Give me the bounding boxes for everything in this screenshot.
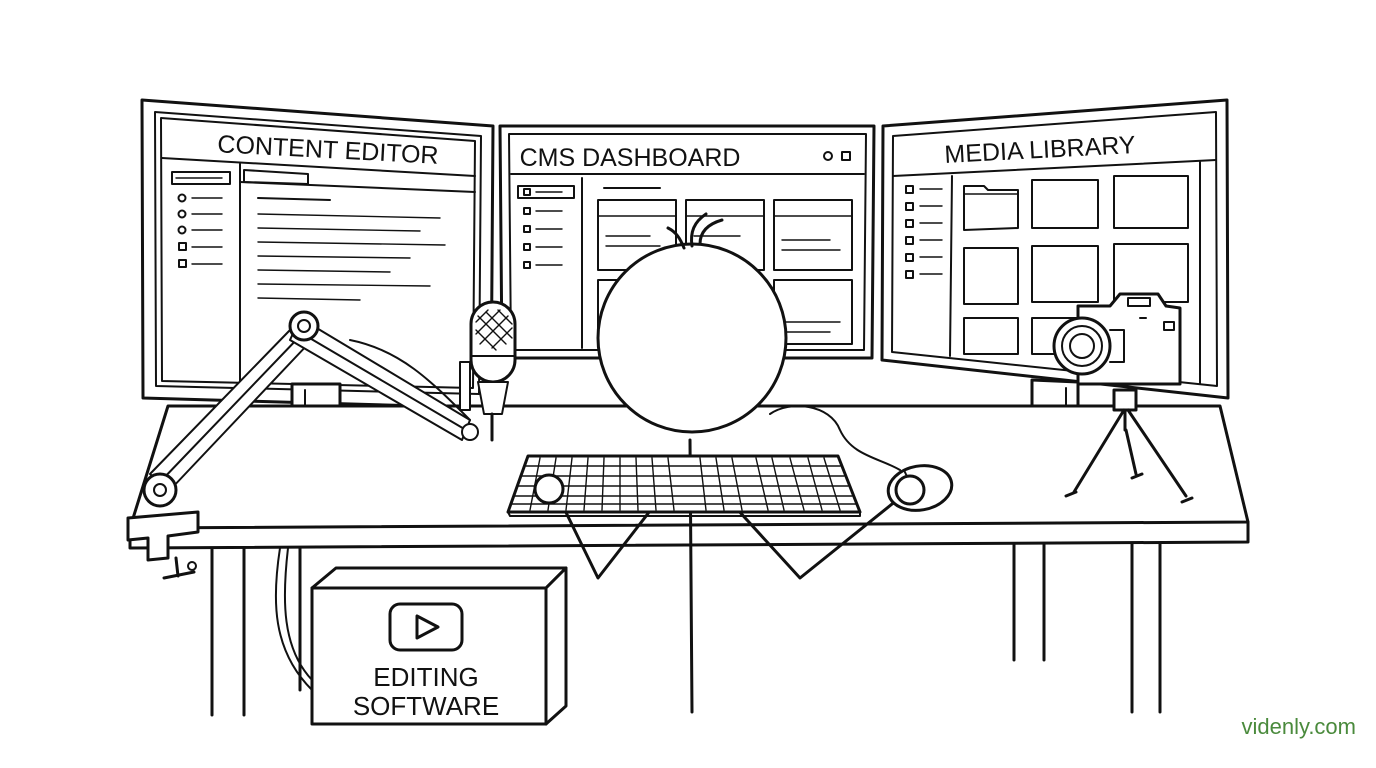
keyboard-keys	[511, 457, 857, 511]
watermark-text: videnly.com	[1241, 714, 1356, 739]
editor-text-lines	[257, 197, 446, 301]
pc-tower-label-line2: SOFTWARE	[353, 691, 499, 721]
mouse	[886, 464, 954, 512]
person-head	[596, 212, 788, 434]
media-thumbnail-grid	[963, 175, 1189, 355]
keyboard	[506, 454, 862, 517]
microphone	[459, 300, 517, 442]
media-sidebar-list	[905, 185, 943, 279]
person-right-hand	[894, 474, 926, 506]
mic-grille	[475, 309, 513, 351]
mouse-cable	[769, 405, 901, 471]
pc-tower-label-line1: EDITING	[373, 662, 478, 692]
microphone-boom-arm	[126, 310, 479, 580]
pc-tower: EDITING SOFTWARE	[310, 566, 568, 726]
editor-sidebar-list	[177, 193, 223, 268]
play-button-icon	[388, 602, 464, 652]
camera-tripod	[1064, 388, 1194, 504]
monitor-title-cms-dashboard: CMS DASHBOARD	[520, 144, 741, 172]
camera	[1052, 292, 1182, 386]
cable	[283, 547, 313, 681]
person-left-hand	[533, 473, 565, 505]
dashboard-sidebar-list	[517, 185, 575, 269]
cable	[274, 547, 313, 691]
